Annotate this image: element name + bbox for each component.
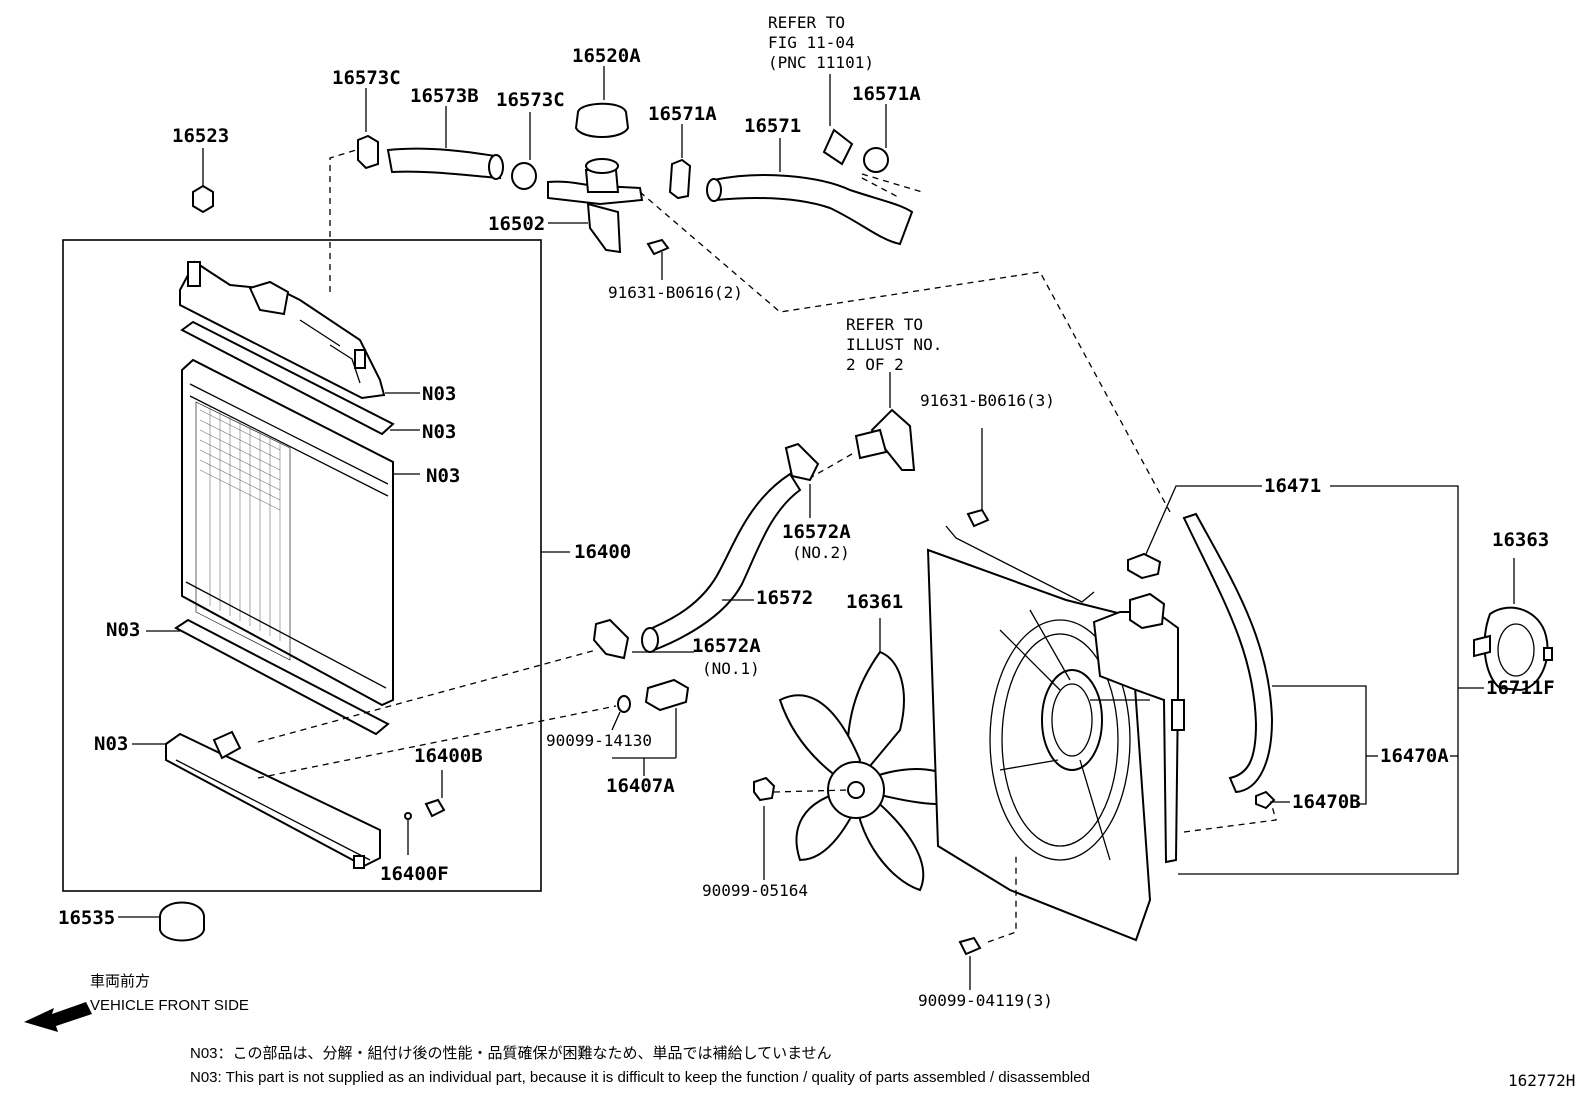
label-16407A[interactable]: 16407A [606, 775, 675, 797]
lower-gasket [174, 618, 390, 736]
drawing-id: 162772H [1508, 1071, 1575, 1090]
direction-label-en: VEHICLE FRONT SIDE [90, 997, 249, 1014]
illust-ref-line-1: REFER TO [846, 315, 923, 334]
label-16572A-no2[interactable]: 16572A [782, 521, 851, 543]
hose-clamp-upper-right [511, 162, 537, 190]
label-16520A[interactable]: 16520A [572, 45, 641, 67]
hose-clamp-lower-no2 [784, 442, 820, 482]
water-outlet-pipe-ref [822, 128, 854, 166]
label-90099-14130[interactable]: 90099-14130 [546, 731, 652, 750]
radiator-lower-tank [165, 730, 381, 869]
label-16572A-no1[interactable]: 16572A [692, 635, 761, 657]
reservoir-hose-clip [1255, 790, 1276, 810]
label-16400B[interactable]: 16400B [414, 745, 483, 767]
label-16363[interactable]: 16363 [1492, 529, 1549, 551]
label-n03-4[interactable]: N03 [106, 619, 140, 641]
fan-motor [1473, 606, 1553, 692]
drain-cock [424, 798, 446, 818]
radiator-core [181, 358, 394, 707]
label-16571A-a[interactable]: 16571A [648, 103, 717, 125]
front-direction-arrow [24, 1002, 92, 1032]
label-16400F[interactable]: 16400F [380, 863, 449, 885]
hose-clamp-lower-no1 [592, 618, 630, 660]
note-en: N03: This part is not supplied as an ind… [190, 1069, 1090, 1086]
label-90099-05164[interactable]: 90099-05164 [702, 881, 808, 900]
shroud-bolt-lower [958, 936, 982, 956]
hose-clamp-inlet-left [668, 158, 692, 200]
reservoir-cap [1127, 552, 1162, 580]
drain-o-ring [404, 812, 412, 820]
label-16573B[interactable]: 16573B [410, 85, 479, 107]
label-16711F[interactable]: 16711F [1486, 677, 1555, 699]
reference-illust: REFER TO ILLUST NO. 2 OF 2 [846, 315, 942, 374]
label-16502[interactable]: 16502 [488, 213, 545, 235]
fig-ref-line-1: REFER TO [768, 13, 845, 32]
label-16573C-a[interactable]: 16573C [332, 67, 401, 89]
label-16572[interactable]: 16572 [756, 587, 813, 609]
thermostat-housing-ref [854, 408, 916, 471]
label-n03-2[interactable]: N03 [422, 421, 456, 443]
radiator-hose-lower [646, 472, 802, 652]
label-n03-3[interactable]: N03 [426, 465, 460, 487]
cooling-fan [778, 650, 972, 892]
radiator-upper-tank [179, 260, 386, 400]
reservoir-hose [1182, 512, 1274, 794]
radiator-filler-neck [547, 158, 644, 254]
upper-gasket [180, 320, 395, 436]
label-91631-b0616-2[interactable]: 91631-B0616(2) [608, 283, 743, 302]
label-16573C-b[interactable]: 16573C [496, 89, 565, 111]
illust-ref-line-2: ILLUST NO. [846, 335, 942, 354]
radiator-hose-upper [386, 147, 502, 180]
hose-clamp-inlet-right [863, 147, 889, 173]
fan-nut [753, 776, 776, 802]
label-16400[interactable]: 16400 [574, 541, 631, 563]
note-jp: N03：この部品は、分解・組付け後の性能・品質確保が困難なため、単品では補給して… [190, 1044, 832, 1062]
radiator-group-box [62, 239, 542, 892]
label-16572A-no1-sub: (NO.1) [702, 659, 760, 678]
switch-gasket [617, 695, 631, 713]
radiator-switch [644, 678, 690, 712]
label-16571A-b[interactable]: 16571A [852, 83, 921, 105]
label-16523[interactable]: 16523 [172, 125, 229, 147]
label-16361[interactable]: 16361 [846, 591, 903, 613]
radiator-cushion [159, 901, 205, 942]
fig-ref-line-3: (PNC 11101) [768, 53, 874, 72]
label-91631-b0616-3[interactable]: 91631-B0616(3) [920, 391, 1055, 410]
fig-ref-line-2: FIG 11-04 [768, 33, 855, 52]
label-16572A-no2-sub: (NO.2) [792, 543, 850, 562]
radiator-cap [574, 102, 630, 138]
label-90099-04119-3[interactable]: 90099-04119(3) [918, 991, 1053, 1010]
label-16535[interactable]: 16535 [58, 907, 115, 929]
radiator-hose-inlet [712, 174, 914, 246]
label-16470A[interactable]: 16470A [1380, 745, 1449, 767]
filler-neck-bolt [646, 238, 670, 256]
coolant-reservoir [1092, 592, 1185, 864]
reference-fig: REFER TO FIG 11-04 (PNC 11101) [768, 13, 874, 72]
label-16471[interactable]: 16471 [1264, 475, 1321, 497]
label-n03-1[interactable]: N03 [422, 383, 456, 405]
hose-clamp-upper-left [357, 134, 379, 170]
label-16470B[interactable]: 16470B [1292, 791, 1361, 813]
label-16571[interactable]: 16571 [744, 115, 801, 137]
radiator-support-bolt [192, 184, 214, 214]
shroud-bolt-upper [966, 508, 990, 528]
direction-label-jp: 車両前方 [90, 973, 150, 990]
illust-ref-line-3: 2 OF 2 [846, 355, 904, 374]
fan-shroud [926, 525, 1152, 942]
label-n03-5[interactable]: N03 [94, 733, 128, 755]
